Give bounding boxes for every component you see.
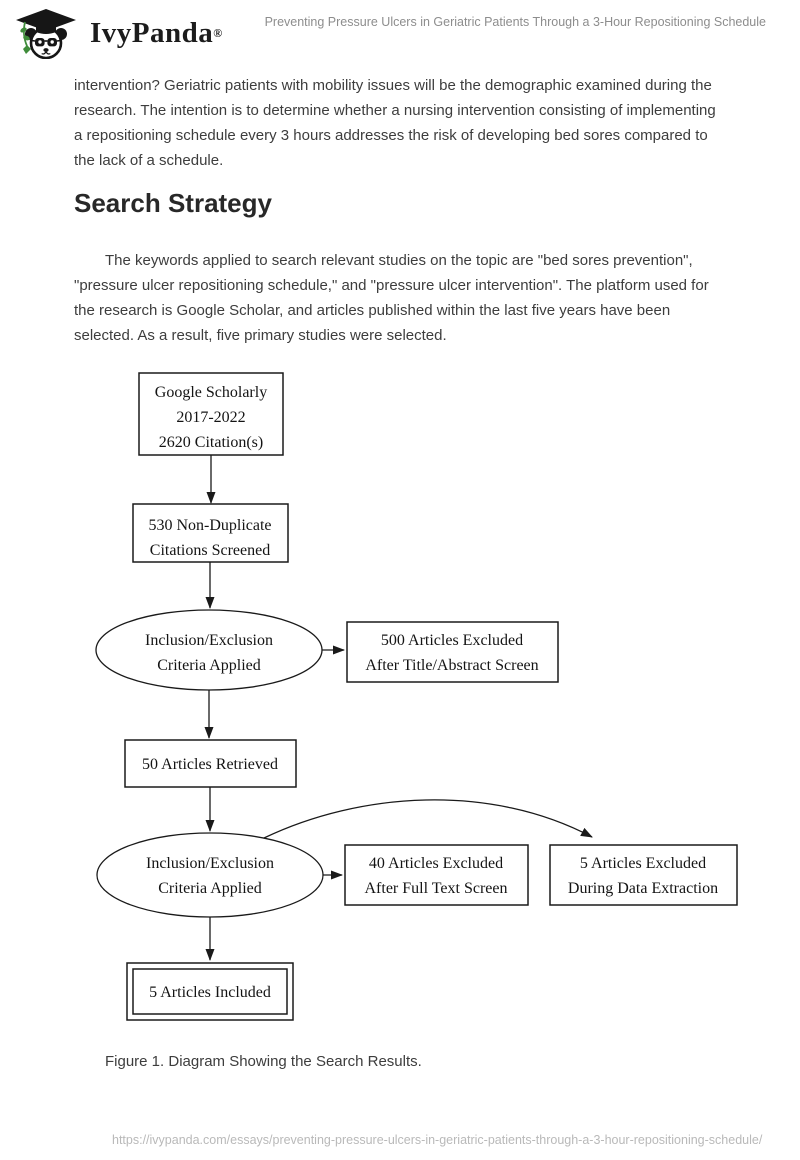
flowchart-node-excluded-fulltext (344, 844, 529, 906)
node-label: After Title/Abstract Screen (365, 657, 538, 674)
flowchart-node-criteria2 (96, 832, 324, 918)
edge-criteria2-excluded-extraction (263, 799, 593, 839)
node-label: 5 Articles Included (149, 984, 271, 1001)
node-label: Inclusion/Exclusion (145, 632, 273, 649)
source-url[interactable]: https://ivypanda.com/essays/preventing-p… (112, 1133, 763, 1147)
registered-mark: ® (213, 25, 223, 40)
document-title: Preventing Pressure Ulcers in Geriatric … (264, 15, 766, 29)
flowchart-node-included-inner (132, 968, 288, 1015)
flowchart-node-excluded-extraction (549, 844, 738, 906)
paragraph-intro: intervention? Geriatric patients with mo… (74, 77, 716, 169)
node-label: Citations Screened (150, 542, 270, 559)
node-label: 50 Articles Retrieved (142, 756, 278, 773)
figure-caption: Figure 1. Diagram Showing the Search Res… (105, 1053, 422, 1070)
node-label: 2017-2022 (176, 409, 245, 426)
flowchart-node-screened (132, 503, 289, 563)
ivypanda-logo-icon (16, 9, 76, 59)
node-label: Criteria Applied (157, 657, 261, 674)
search-results-flowchart: Google Scholarly 2017-2022 2620 Citation… (95, 372, 738, 1021)
brand-name: IvyPanda (90, 16, 214, 49)
node-label: Criteria Applied (158, 880, 262, 897)
flowchart-node-source (138, 372, 284, 456)
section-heading: Search Strategy (74, 188, 272, 218)
node-label: Google Scholarly (155, 384, 267, 401)
flowchart-node-retrieved (124, 739, 297, 788)
node-label: 5 Articles Excluded (580, 855, 706, 872)
flowchart-node-excluded-title (346, 621, 559, 683)
node-label: Inclusion/Exclusion (146, 855, 274, 872)
node-label: After Full Text Screen (365, 880, 508, 897)
node-label: 530 Non-Duplicate (148, 517, 271, 534)
flowchart-node-included-outer (126, 962, 294, 1021)
node-label: 500 Articles Excluded (381, 632, 523, 649)
node-label: During Data Extraction (568, 880, 718, 897)
node-label: 2620 Citation(s) (159, 434, 263, 451)
paragraph-search-strategy: The keywords applied to search relevant … (74, 252, 709, 344)
node-label: 40 Articles Excluded (369, 855, 503, 872)
flowchart-node-criteria1 (95, 609, 323, 691)
brand[interactable]: IvyPanda® (14, 7, 222, 59)
